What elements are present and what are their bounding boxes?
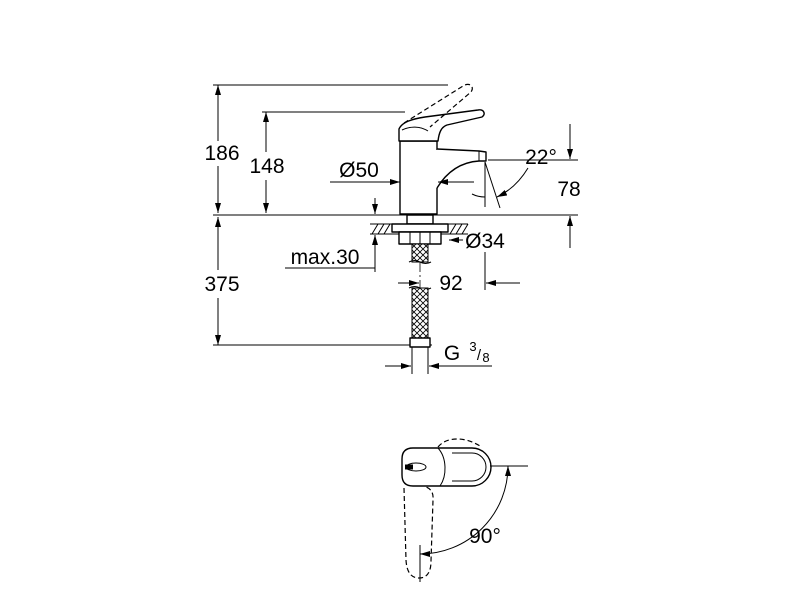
dim-186: 186 bbox=[204, 85, 240, 213]
dim-diameter-50: Ø50 bbox=[330, 159, 474, 185]
mounting-stem bbox=[406, 214, 434, 225]
dim-92: 92 bbox=[398, 252, 520, 295]
dim-78-label: 78 bbox=[557, 178, 580, 201]
dim-angle-90-label: 90° bbox=[469, 525, 501, 548]
dim-diameter-34: Ø34 bbox=[449, 230, 505, 253]
front-view: 186 148 375 Ø50 bbox=[204, 83, 581, 374]
thread-callout: G 3 / 8 bbox=[385, 339, 492, 369]
dim-92-label: 92 bbox=[439, 272, 462, 295]
dim-375-label: 375 bbox=[204, 273, 239, 296]
thread-numerator: 3 bbox=[469, 339, 476, 354]
hose-upper bbox=[411, 243, 429, 263]
mounting-washer bbox=[391, 223, 449, 233]
countertop-hatch-left bbox=[371, 223, 391, 235]
lever-rotated-outline bbox=[403, 486, 434, 579]
dim-375: 375 bbox=[204, 217, 240, 345]
angle-arc bbox=[471, 193, 486, 198]
dim-148-label: 148 bbox=[249, 155, 284, 178]
dim-angle-22-label: 22° bbox=[525, 146, 557, 169]
dim-186-label: 186 bbox=[204, 142, 239, 165]
faucet-front bbox=[398, 83, 487, 215]
dim-angle-22: 22° bbox=[471, 146, 557, 209]
countertop-hatch-right bbox=[449, 223, 469, 235]
lever bbox=[398, 109, 485, 142]
top-view: 90° bbox=[401, 438, 528, 582]
dim-max-30: max.30 bbox=[285, 198, 378, 272]
dim-max-30-label: max.30 bbox=[291, 246, 360, 269]
angle-90-arc bbox=[419, 465, 511, 557]
angle-leader-arc bbox=[496, 167, 529, 198]
lever-joint bbox=[401, 126, 429, 132]
dim-78: 78 bbox=[557, 124, 581, 248]
dim-148: 148 bbox=[249, 112, 285, 213]
thread-separator: / bbox=[477, 347, 482, 364]
mounting-nut-faces bbox=[409, 232, 431, 244]
thread-denominator: 8 bbox=[482, 350, 489, 365]
angle-slanted-line bbox=[484, 161, 501, 209]
lever-hidden-outline bbox=[437, 438, 481, 448]
thread-letter: G bbox=[444, 342, 460, 365]
top-view-indicator-mark bbox=[405, 464, 413, 470]
faucet-body bbox=[399, 140, 438, 215]
dim-diameter-50-label: Ø50 bbox=[339, 159, 379, 182]
hose-lower bbox=[411, 287, 429, 339]
supply-hose bbox=[408, 243, 432, 374]
dim-diameter-34-label: Ø34 bbox=[465, 230, 505, 253]
hose-connector bbox=[409, 337, 431, 348]
